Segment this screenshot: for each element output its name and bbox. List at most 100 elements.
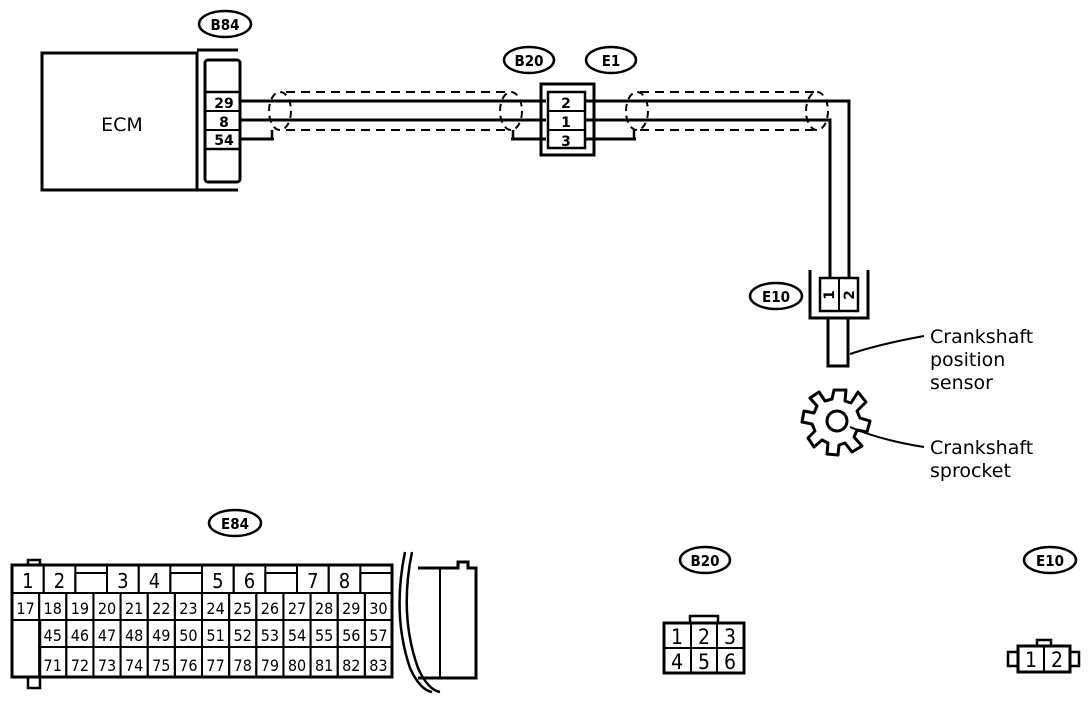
e84-pin-label: 81 (315, 656, 333, 675)
e84-pin-label: 18 (44, 599, 62, 618)
e84-pin-label: 26 (261, 599, 279, 618)
e84-pin-label: 21 (125, 599, 143, 618)
e84-pin-label: 76 (179, 656, 197, 675)
e10-pin-1: 1 (822, 290, 838, 300)
e84-pin-label: 5 (212, 569, 223, 593)
e84-pin-label: 71 (44, 656, 62, 675)
e84-pin-label: 48 (125, 626, 143, 645)
e84-pin-label: 53 (261, 626, 279, 645)
e84-pin-label: 29 (342, 599, 360, 618)
e84-pin-label: 30 (369, 599, 387, 618)
crankshaft-sprocket (800, 388, 872, 457)
e84-pin-label: 80 (288, 656, 306, 675)
e84-pin-label: 24 (206, 599, 224, 618)
e84-pin-label: 45 (44, 626, 62, 645)
joint-pin-3: 3 (561, 134, 571, 150)
e84-pin-label: 78 (234, 656, 252, 675)
b84-pin-29: 29 (214, 96, 233, 112)
e84-pin-label: 83 (369, 656, 387, 675)
e84-notch (264, 572, 298, 593)
e84-pin-label: 50 (179, 626, 197, 645)
b20-tag-label: B20 (514, 52, 543, 70)
e10-face-tag-label: E10 (1036, 552, 1064, 570)
e84-pin-label: 73 (98, 656, 116, 675)
e84-pin-label: 55 (315, 626, 333, 645)
e84-notch (359, 572, 393, 593)
joint-connector-b20-e1: 2 1 3 B20 E1 (502, 45, 638, 157)
e84-notch (169, 572, 203, 593)
e84-pin-label: 74 (125, 656, 143, 675)
e10-pin-label: 1 (1025, 648, 1037, 672)
b84-pin-54: 54 (214, 133, 234, 149)
e84-pin-label: 6 (244, 569, 255, 593)
sensor-callout-line-1: Crankshaft (930, 326, 1033, 348)
e84-pin-label: 8 (339, 569, 350, 593)
sprocket-callout-line-1: Crankshaft (930, 437, 1033, 459)
sensor-connector-e10: 1 2 E10 (748, 270, 870, 320)
ecm-label: ECM (101, 114, 143, 136)
e84-pin-label: 47 (98, 626, 116, 645)
b20-pin-label: 6 (724, 650, 736, 674)
sensor-callout-line-2: position (930, 349, 1005, 371)
ecm-unit: ECM (40, 51, 199, 192)
b84-tag-label: B84 (210, 16, 239, 34)
e84-pin-label: 75 (152, 656, 170, 675)
e84-pin-label: 25 (234, 599, 252, 618)
e10-face-tag (1022, 545, 1078, 575)
b84-pin-8: 8 (219, 115, 229, 131)
e84-pin-label: 27 (288, 599, 306, 618)
e84-pin-label: 28 (315, 599, 333, 618)
b20-face-tag-label: B20 (690, 552, 719, 570)
e84-pin-label: 51 (206, 626, 224, 645)
e84-pin-label: 22 (152, 599, 170, 618)
e1-tag (584, 45, 638, 75)
sensor-callout: Crankshaft position sensor (849, 326, 1033, 394)
e84-tag (207, 508, 263, 538)
crankshaft-position-sensor (826, 316, 850, 368)
harness-ecm-to-joint (240, 91, 546, 141)
e10-pin-label: 2 (1051, 648, 1063, 672)
e84-pin-label: 49 (152, 626, 170, 645)
b20-pin-label: 2 (698, 625, 710, 649)
b20-pin-label: 5 (698, 650, 710, 674)
b20-tag (502, 45, 556, 75)
e84-pin-label: 79 (261, 656, 279, 675)
e84-pin-label: 20 (98, 599, 116, 618)
e84-pin-label: 1 (22, 569, 33, 593)
sprocket-callout: Crankshaft sprocket (849, 426, 1033, 482)
b20-pin-label: 3 (724, 625, 736, 649)
e84-pin-cell (363, 646, 394, 678)
harness-joint-to-sensor (585, 91, 851, 277)
e84-pin-label: 54 (288, 626, 306, 645)
e84-pin-label: 82 (342, 656, 360, 675)
e84-pin-label: 17 (16, 599, 34, 618)
e84-pin-label: 46 (71, 626, 89, 645)
joint-pin-2: 2 (561, 96, 571, 112)
e10-pin-2: 2 (842, 290, 858, 300)
e84-pin-label: 19 (71, 599, 89, 618)
e84-notch (74, 572, 108, 593)
b20-pin-label: 4 (671, 650, 683, 674)
e84-tag-label: E84 (221, 515, 249, 533)
sprocket-callout-line-2: sprocket (930, 460, 1011, 482)
joint-pin-1: 1 (561, 115, 571, 131)
e1-tag-label: E1 (602, 52, 621, 70)
e84-pin-label: 4 (149, 569, 160, 593)
b20-pin-label: 1 (671, 625, 683, 649)
e10-tag (748, 281, 804, 311)
e84-pin-label: 7 (307, 569, 318, 593)
e84-pin-label: 2 (54, 569, 65, 593)
sensor-callout-line-3: sensor (930, 372, 993, 394)
e84-pin-label: 72 (71, 656, 89, 675)
e84-pin-label: 52 (234, 626, 252, 645)
e84-pin-label: 3 (117, 569, 128, 593)
e84-pin-label: 56 (342, 626, 360, 645)
b20-face-tag (678, 545, 732, 575)
